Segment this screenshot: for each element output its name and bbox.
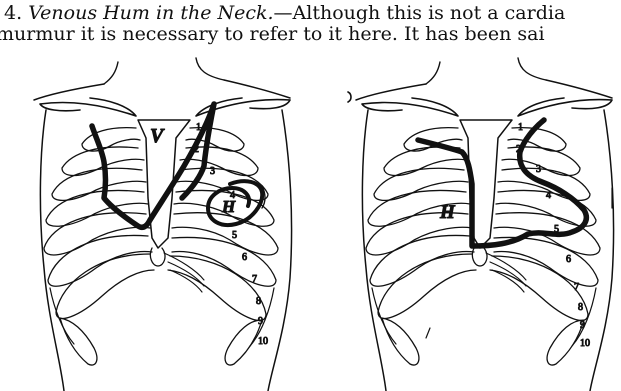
left-label-v: V	[150, 125, 165, 147]
left-rib-number: 7	[252, 274, 257, 285]
right-thorax-illustration: H 1 2 3 4 5 6 7 8 9 10	[348, 58, 614, 391]
right-rib-number: 4	[546, 190, 551, 201]
left-rib-number: 6	[242, 252, 247, 263]
right-rib-number: 5	[554, 224, 559, 235]
right-rib-number: 7	[574, 282, 579, 293]
right-rib-number: 10	[580, 338, 590, 349]
section-heading: Venous Hum in the Neck.	[28, 2, 273, 24]
left-rib-number: 9	[258, 316, 263, 327]
left-thorax-illustration: V H 1 2 3 4 5 6 7 8 9 10	[34, 58, 292, 391]
line1-text: Although this is not a cardia	[293, 2, 566, 24]
right-rib-number: 3	[536, 164, 541, 175]
right-rib-number: 8	[578, 302, 583, 313]
text-line-1: 4. Venous Hum in the Neck.—Although this…	[0, 2, 621, 23]
thorax-figures: V H 1 2 3 4 5 6 7 8 9 10	[0, 48, 621, 391]
section-number: 4.	[4, 2, 22, 24]
left-rib-number: 5	[232, 230, 237, 241]
left-rib-number: 10	[258, 336, 268, 347]
text-line-2: murmur it is necessary to refer to it he…	[0, 23, 621, 44]
left-rib-number: 1	[196, 122, 201, 133]
right-label-h: H	[439, 202, 456, 223]
left-rib-number: 8	[256, 296, 261, 307]
left-rib-number: 2	[194, 144, 199, 155]
right-rib-number: 9	[580, 320, 585, 331]
right-rib-number: 1	[518, 122, 523, 133]
left-rib-number: 4	[230, 190, 235, 201]
right-rib-number: 2	[516, 144, 521, 155]
left-rib-number: 3	[210, 166, 215, 177]
body-text: 4. Venous Hum in the Neck.—Although this…	[0, 0, 621, 44]
heading-dash: —	[274, 2, 293, 24]
right-rib-number: 6	[566, 254, 571, 265]
